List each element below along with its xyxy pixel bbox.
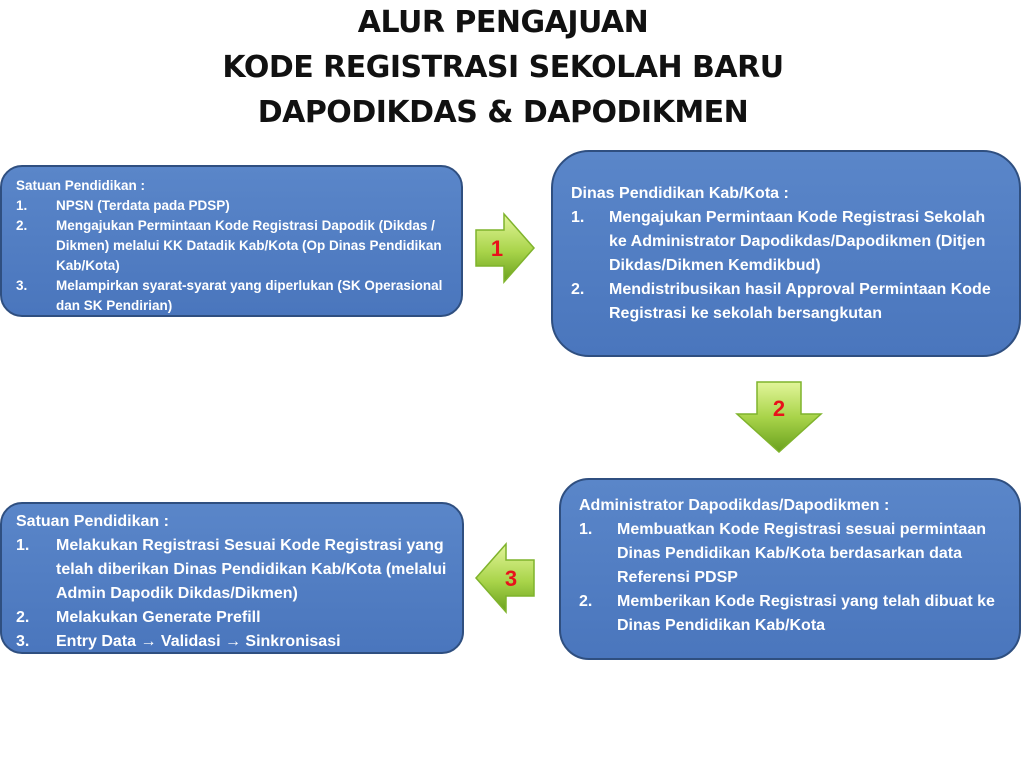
step-number-1: 1 (490, 236, 504, 261)
list-item: 2. Melakukan Generate Prefill (16, 606, 448, 630)
list-item-text: NPSN (Terdata pada PDSP) (56, 198, 230, 213)
list-item: 2. Memberikan Kode Registrasi yang telah … (579, 590, 1005, 638)
list-item: 1. Membuatkan Kode Registrasi sesuai perm… (579, 518, 1005, 590)
process-box-dinas-pendidikan: Dinas Pendidikan Kab/Kota : 1. Mengajukan… (551, 150, 1021, 357)
list-item-text: Membuatkan Kode Registrasi sesuai permin… (617, 521, 986, 586)
box-item-list: 1. NPSN (Terdata pada PDSP) 2. Mengajukan … (16, 196, 445, 316)
title-line-1: ALUR PENGAJUAN (357, 5, 649, 40)
diagram-title: ALUR PENGAJUAN KODE REGISTRASI SEKOLAH B… (0, 0, 1006, 135)
list-item-number: 1. (16, 537, 30, 554)
list-item-number: 2. (16, 609, 30, 626)
list-item-text: Mengajukan Permintaan Kode Registrasi Se… (609, 209, 986, 274)
list-item-number: 1. (571, 209, 585, 226)
box-item-list: 1. Mengajukan Permintaan Kode Registrasi … (571, 206, 1001, 326)
arrow-down-icon (735, 380, 823, 454)
box-heading: Satuan Pendidikan : (16, 513, 169, 530)
process-box-administrator: Administrator Dapodikdas/Dapodikmen : 1.… (559, 478, 1021, 660)
list-item-number: 3. (16, 633, 30, 650)
box-heading: Administrator Dapodikdas/Dapodikmen : (579, 497, 890, 514)
list-item-text: Mengajukan Permintaan Kode Registrasi Da… (56, 218, 442, 273)
list-item: 3. Entry Data → Validasi → Sinkronisasi (16, 630, 448, 654)
box-item-list: 1. Membuatkan Kode Registrasi sesuai perm… (579, 518, 1005, 638)
box-heading: Satuan Pendidikan : (16, 178, 146, 193)
list-item-number: 1. (16, 198, 28, 213)
title-line-3: DAPODIKDAS & DAPODIKMEN (257, 95, 749, 130)
list-item-number: 2. (16, 218, 28, 233)
list-item-number: 1. (579, 521, 593, 538)
process-box-satuan-pendidikan-registration: Satuan Pendidikan : 1. Melakukan Registra… (0, 502, 464, 654)
step-number-2: 2 (772, 396, 786, 421)
box-heading: Dinas Pendidikan Kab/Kota : (571, 185, 789, 202)
list-item: 1. NPSN (Terdata pada PDSP) (16, 196, 445, 216)
arrow-left-icon (474, 542, 536, 614)
list-item-text: Melampirkan syarat-syarat yang diperluka… (56, 278, 443, 313)
list-item: 2. Mendistribusikan hasil Approval Permin… (571, 278, 1001, 326)
list-item-number: 2. (579, 593, 593, 610)
list-item: 3. Melampirkan syarat-syarat yang diperlu… (16, 276, 445, 316)
title-line-2: KODE REGISTRASI SEKOLAH BARU (222, 50, 784, 85)
list-item-text: Melakukan Generate Prefill (56, 609, 261, 626)
list-item-text: Mendistribusikan hasil Approval Perminta… (609, 281, 991, 322)
list-item-text: Memberikan Kode Registrasi yang telah di… (617, 593, 995, 634)
list-item-number: 3. (16, 278, 28, 293)
arrow-right-icon (474, 212, 536, 284)
list-item-text: Entry Data → Validasi → Sinkronisasi (56, 633, 341, 650)
step-number-3: 3 (504, 566, 518, 591)
list-item: 1. Mengajukan Permintaan Kode Registrasi … (571, 206, 1001, 278)
list-item: 2. Mengajukan Permintaan Kode Registrasi … (16, 216, 445, 276)
process-box-satuan-pendidikan-request: Satuan Pendidikan : 1. NPSN (Terdata pada… (0, 165, 463, 317)
list-item: 1. Melakukan Registrasi Sesuai Kode Regis… (16, 534, 448, 606)
list-item-number: 2. (571, 281, 585, 298)
list-item-text: Melakukan Registrasi Sesuai Kode Registr… (56, 537, 447, 602)
box-item-list: 1. Melakukan Registrasi Sesuai Kode Regis… (16, 534, 448, 654)
